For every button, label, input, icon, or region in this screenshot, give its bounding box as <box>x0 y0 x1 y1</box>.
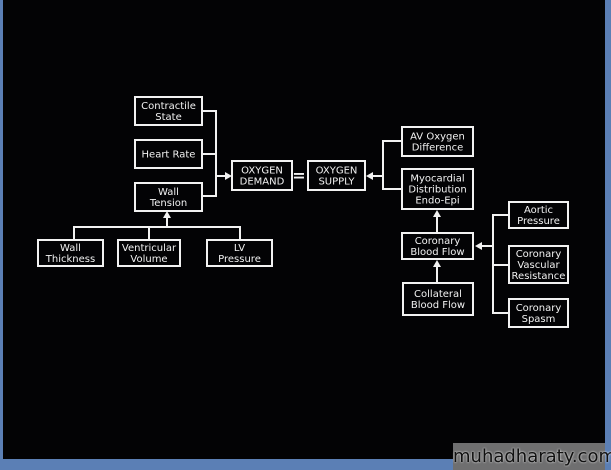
node-border <box>508 201 569 229</box>
node-label: Resistance <box>512 271 566 282</box>
node-label: DEMAND <box>240 177 285 188</box>
node-label: Wall <box>158 187 179 198</box>
arrow-to-wall-tension <box>163 211 171 218</box>
node-label: Heart Rate <box>142 150 196 161</box>
node-border <box>307 160 366 191</box>
node-label: OXYGEN <box>241 166 283 177</box>
node-border <box>508 298 569 328</box>
arrow-to-myocardial <box>433 210 441 217</box>
node-label: Blood Flow <box>410 247 464 258</box>
connectors <box>73 110 509 314</box>
node-border <box>37 239 104 267</box>
node-label: Coronary <box>415 236 461 247</box>
node-border <box>134 182 203 212</box>
watermark: muhadharaty.com <box>453 443 611 470</box>
node-label: Blood Flow <box>411 300 465 311</box>
node-label: Collateral <box>414 289 462 300</box>
node-border <box>231 160 293 191</box>
node-label: Tension <box>149 198 187 209</box>
arrow-to-supply <box>366 172 373 180</box>
node-border <box>206 239 273 267</box>
arrow-to-demand <box>225 172 232 180</box>
node-label: Pressure <box>517 216 560 227</box>
node-border <box>401 126 474 157</box>
node-label: Coronary <box>516 249 562 260</box>
node-border <box>134 96 203 126</box>
node-label: Coronary <box>516 303 562 314</box>
node-label: State <box>155 112 181 123</box>
node-label: OXYGEN <box>316 166 358 177</box>
node-label: Spasm <box>522 314 556 325</box>
arrow-to-coronary-flow <box>433 260 441 267</box>
node-label: AV Oxygen <box>410 132 465 143</box>
node-border <box>134 139 203 169</box>
node-label: Pressure <box>218 254 261 265</box>
equals-sign: = <box>292 166 305 185</box>
node-label: LV <box>234 243 245 254</box>
node-label: Myocardial <box>410 174 464 185</box>
node-border <box>508 245 569 284</box>
node-label: Aortic <box>524 205 553 216</box>
node-label: Volume <box>130 254 167 265</box>
node-label: Endo-Epi <box>415 196 459 207</box>
node-border <box>401 168 474 210</box>
node-label: Vascular <box>517 260 560 271</box>
node-label: Distribution <box>408 185 466 196</box>
slide <box>3 0 605 459</box>
node-heart-rate: Heart Rate <box>134 139 203 169</box>
node-border <box>402 282 474 316</box>
node-label: Wall <box>60 243 81 254</box>
node-label: Difference <box>412 143 464 154</box>
node-border <box>117 239 181 267</box>
node-label: Contractile <box>141 101 196 112</box>
arrow-from-factors <box>475 242 482 250</box>
node-label: Ventricular <box>122 243 177 254</box>
node-label: SUPPLY <box>318 177 355 188</box>
node-border <box>401 232 474 260</box>
node-label: Thickness <box>45 254 95 265</box>
